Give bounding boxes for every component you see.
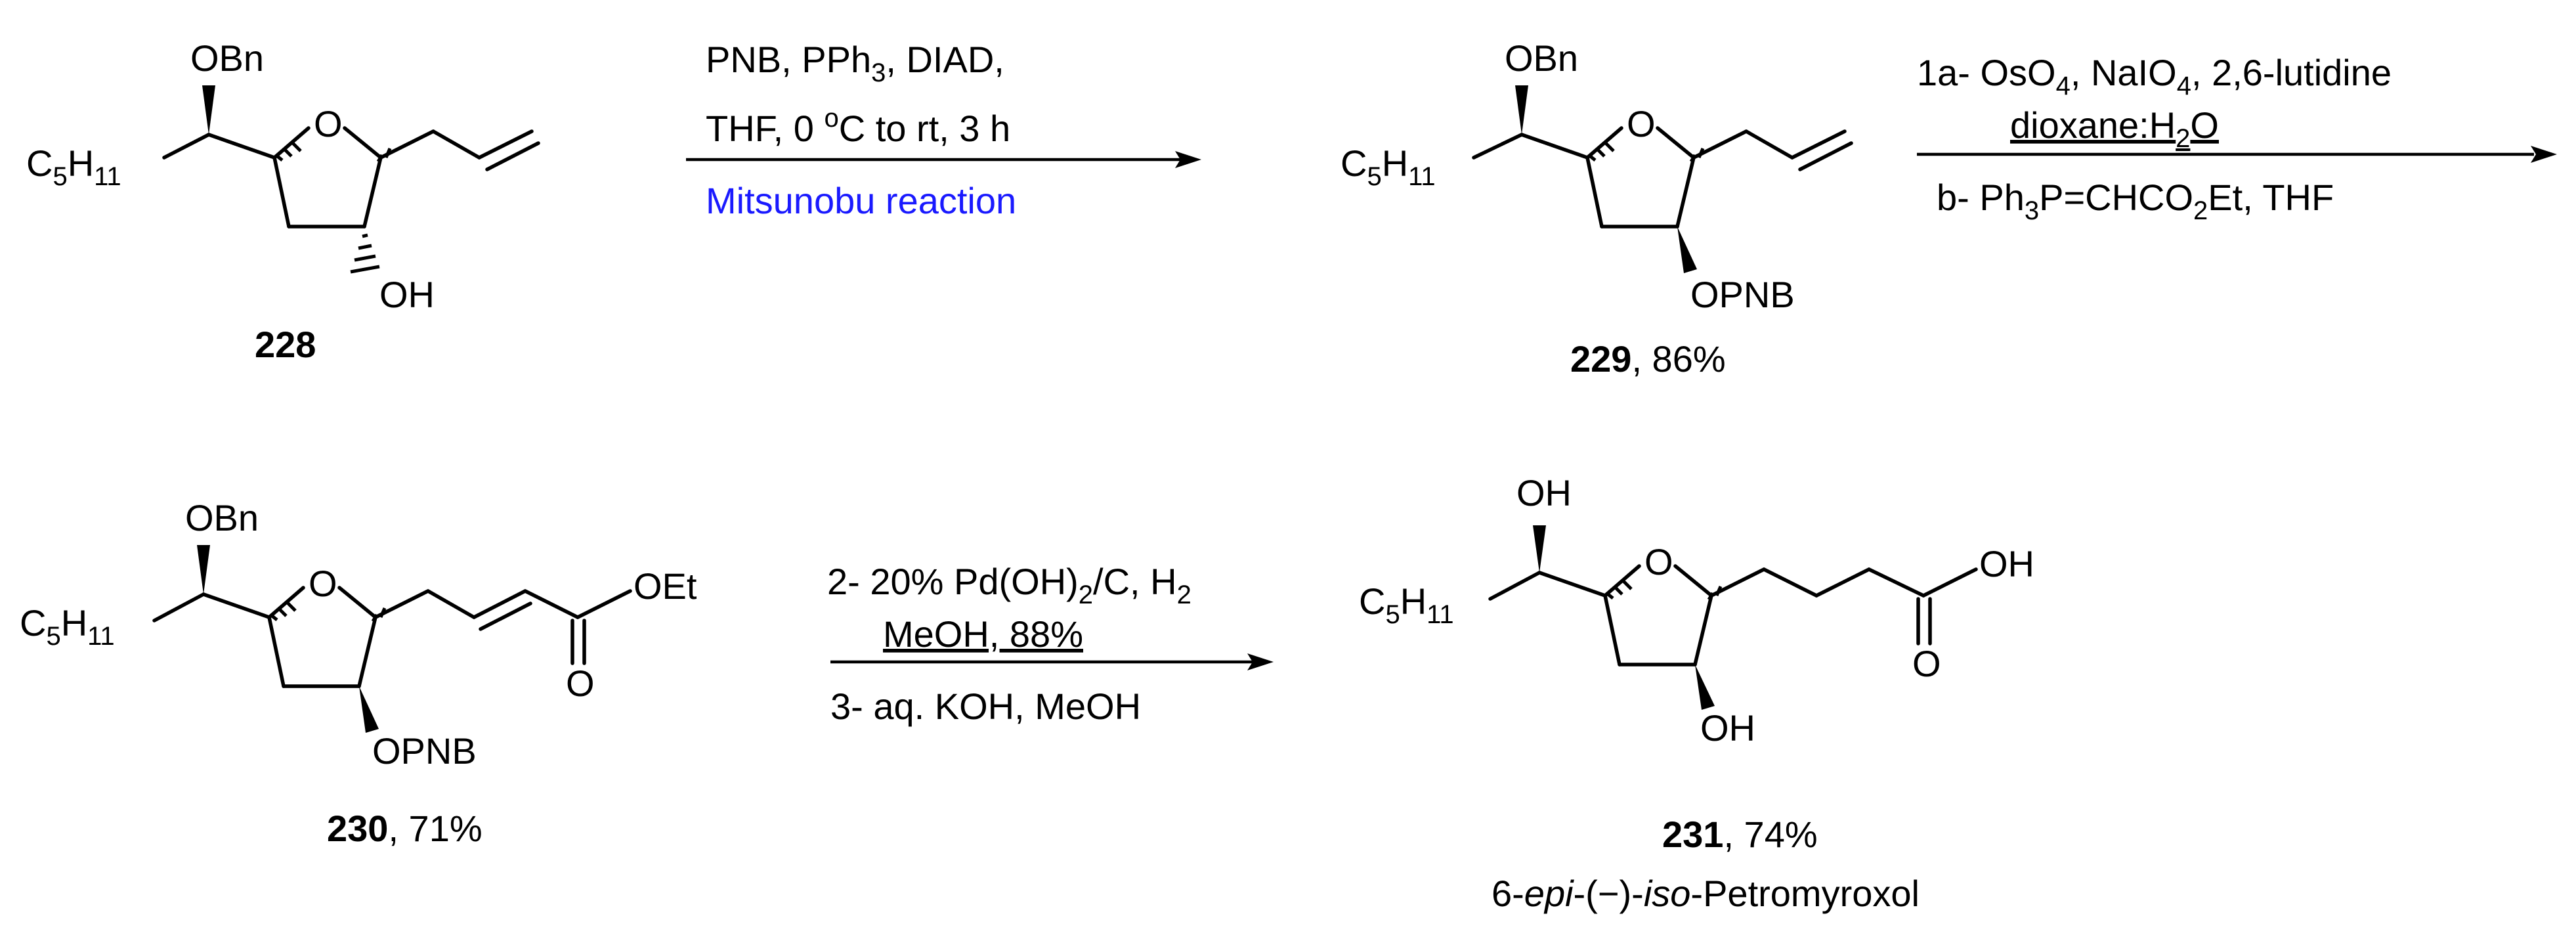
step3-arrow-group: 2- 20% Pd(OH)2/C, H2 MeOH, 88% 3- aq. KO…	[827, 561, 1274, 727]
step2-line3: b- Ph3P=CHCO2Et, THF	[1937, 177, 2334, 225]
c228-ring-c2-c3	[272, 156, 291, 229]
step2-arrow-group: 1a- OsO4, NaIO4, 2,6-lutidine dioxane:H2…	[1917, 52, 2557, 225]
c229-ring-c2-c3	[1585, 156, 1604, 229]
c229-ring-c2-o	[1585, 126, 1623, 160]
step1-line2: THF, 0 oC to rt, 3 h	[706, 104, 1010, 149]
c231-wedge-oh-bottom	[1695, 665, 1715, 710]
step2-line2: dioxane:H2O	[2010, 104, 2219, 153]
c231-cooh-oh-label: OH	[1979, 543, 2034, 584]
compound-229: C5H11 OBn O OPNB 229, 86%	[1341, 37, 1853, 380]
step1-line3: Mitsunobu reaction	[706, 180, 1016, 221]
c231-ring-c2-c3	[1603, 594, 1621, 667]
c230-ring-c2-o	[267, 586, 305, 619]
c230-ring-c4-c5	[357, 615, 377, 688]
step1-arrow-group: PNB, PPh3, DIAD, THF, 0 oC to rt, 3 h Mi…	[686, 39, 1201, 221]
c228-c5h11-label: C5H11	[26, 142, 121, 191]
c230-c5h11-label: C5H11	[20, 602, 115, 651]
c229-allyl-2	[1744, 129, 1794, 160]
c229-ring-c4-c5	[1675, 156, 1696, 229]
step3-line3: 3- aq. KOH, MeOH	[830, 686, 1141, 727]
c231-chain-4	[1867, 567, 1925, 598]
c231-wedge-oh	[1533, 525, 1546, 573]
c230-ring-o-label: O	[309, 563, 337, 604]
step2-arrowhead	[2531, 146, 2557, 163]
c230-chain-1	[374, 589, 430, 619]
c228-wedge-obn	[202, 85, 215, 135]
c229-ring-o-label: O	[1627, 103, 1656, 144]
c231-oh-bottom-label: OH	[1700, 707, 1755, 749]
c231-ring-o-label: O	[1644, 541, 1673, 582]
c231-chain-2	[1762, 567, 1818, 598]
c231-ring-c4-c5	[1693, 594, 1713, 667]
c228-allyl-3	[477, 129, 534, 160]
compound-230: C5H11 OBn O OPNB OEt O	[20, 497, 697, 849]
c228-ring-o-c5	[343, 126, 383, 160]
c230-obn-label: OBn	[185, 497, 259, 538]
step3-line2: MeOH, 88%	[883, 613, 1083, 655]
c230-bond-c1-c2	[202, 592, 271, 619]
step2-line1: 1a- OsO4, NaIO4, 2,6-lutidine	[1917, 52, 2392, 100]
c230-bond-c5-c1	[152, 592, 205, 623]
c228-ring-o-label: O	[314, 103, 343, 144]
c231-chain-3	[1814, 567, 1871, 598]
c229-wedge-obn	[1515, 85, 1528, 135]
c230-chain-5	[576, 589, 632, 619]
c229-allyl-3b	[1798, 141, 1853, 171]
c230-carbonyl-o-label: O	[566, 663, 595, 704]
c230-oet-label: OEt	[633, 565, 697, 607]
c231-oh-top-label: OH	[1516, 472, 1572, 514]
c229-allyl-3	[1790, 129, 1847, 160]
c231-bond-c1-c2	[1537, 571, 1607, 598]
c228-bond-c5-c1	[162, 133, 211, 160]
c231-carbonyl-o-label: O	[1912, 643, 1941, 684]
c231-number-yield: 231, 74%	[1662, 814, 1818, 855]
c230-ring-o-c5	[337, 586, 377, 619]
step1-line1: PNB, PPh3, DIAD,	[706, 39, 1004, 87]
c228-ring-c2-o	[272, 126, 311, 160]
c229-allyl-1	[1692, 129, 1748, 160]
c231-chain-1	[1709, 567, 1766, 598]
c229-bond-c1-c2	[1520, 133, 1589, 160]
c230-chain-2	[426, 589, 476, 619]
c230-opnb-label: OPNB	[372, 730, 477, 772]
c229-wedge-opnb	[1677, 227, 1697, 273]
c228-oh-label: OH	[379, 274, 435, 315]
c230-chain-4	[523, 589, 580, 619]
c228-allyl-2	[431, 129, 481, 160]
c228-number: 228	[255, 324, 316, 365]
c230-wedge-obn	[197, 545, 210, 594]
step3-line1: 2- 20% Pd(OH)2/C, H2	[827, 561, 1191, 609]
step1-arrowhead	[1175, 151, 1201, 168]
c230-chain-3	[472, 589, 527, 619]
c230-number-yield: 230, 71%	[327, 808, 483, 849]
c231-chain-5	[1921, 567, 1978, 598]
c228-hash-oh	[350, 233, 380, 274]
c231-bond-c5-c1	[1488, 571, 1541, 601]
c229-bond-c5-c1	[1472, 133, 1524, 160]
c228-allyl-1	[379, 129, 435, 160]
c228-obn-label: OBn	[190, 37, 264, 79]
c230-chain-3b	[479, 602, 532, 631]
c231-name: 6-epi-(−)-iso-Petromyroxol	[1492, 873, 1920, 914]
c228-bond-c1-c2	[207, 133, 276, 160]
compound-228: C5H11 OBn O OH	[26, 37, 540, 365]
c231-ring-c2-o	[1603, 564, 1641, 598]
c229-opnb-label: OPNB	[1690, 274, 1795, 315]
c230-ring-c2-c3	[267, 615, 286, 688]
c231-c5h11-label: C5H11	[1359, 580, 1454, 629]
c228-allyl-3b	[485, 141, 540, 171]
step3-arrowhead	[1247, 653, 1274, 670]
compound-231: C5H11 OH O OH OH O 231,	[1359, 472, 2034, 914]
c229-number-yield: 229, 86%	[1570, 338, 1726, 380]
c231-ring-o-c5	[1673, 564, 1713, 598]
c228-ring-c4-c5	[362, 156, 383, 229]
c229-c5h11-label: C5H11	[1341, 142, 1436, 191]
c229-obn-label: OBn	[1505, 37, 1578, 79]
c229-ring-o-c5	[1656, 126, 1696, 160]
c230-wedge-opnb	[359, 686, 379, 733]
